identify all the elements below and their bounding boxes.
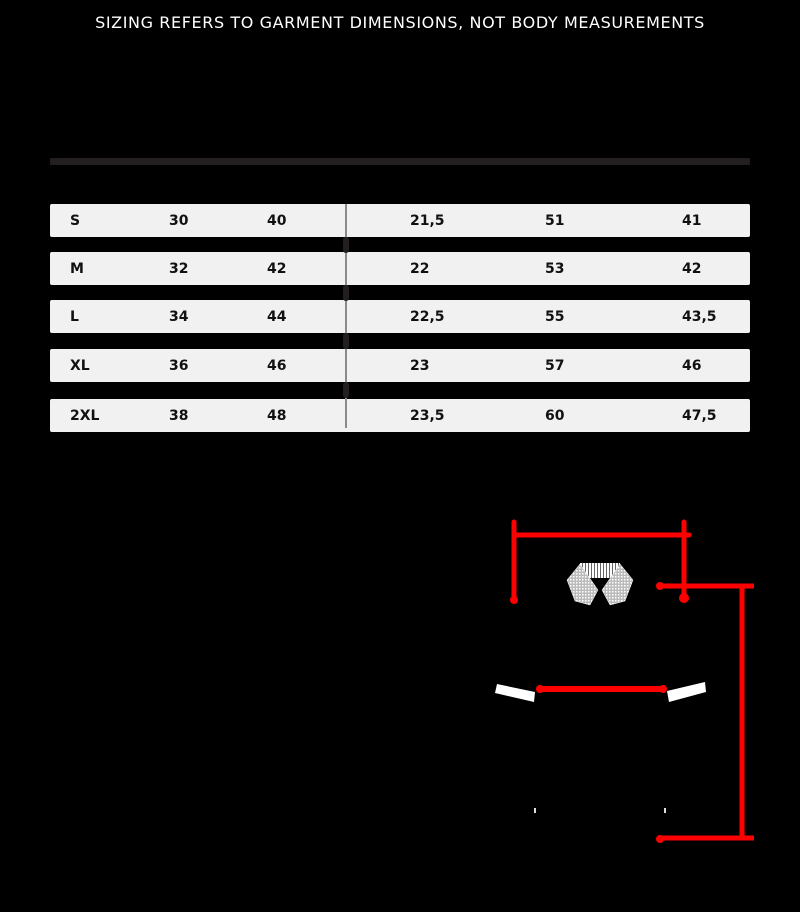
table-cell: 57 <box>545 358 565 374</box>
table-cell: 43,5 <box>682 309 717 325</box>
divider-knob <box>343 285 349 301</box>
table-cell: 22,5 <box>410 309 445 325</box>
table-header-bar <box>50 158 750 165</box>
table-cell: 21,5 <box>410 213 445 229</box>
chest-width-line <box>536 685 667 693</box>
table-cell: 55 <box>545 309 565 325</box>
size-label: M <box>70 261 84 277</box>
table-cell: 47,5 <box>682 408 717 424</box>
size-label: L <box>70 309 79 325</box>
divider-knob <box>343 237 349 253</box>
size-label: S <box>70 213 81 229</box>
table-cell: 44 <box>267 309 287 325</box>
size-label: 2XL <box>70 408 100 424</box>
table-cell: 23,5 <box>410 408 445 424</box>
sleeve-cuff-icon <box>495 682 706 702</box>
table-row: 2XL 38 48 23,5 60 47,5 <box>50 399 750 432</box>
table-cell: 60 <box>545 408 565 424</box>
table-cell: 30 <box>169 213 189 229</box>
table-cell: 46 <box>682 358 702 374</box>
table-cell: 46 <box>267 358 287 374</box>
table-cell: 40 <box>267 213 287 229</box>
table-cell: 51 <box>545 213 565 229</box>
table-cell: 22 <box>410 261 430 277</box>
size-label: XL <box>70 358 90 374</box>
divider-knob <box>343 382 349 398</box>
table-row: S 30 40 21,5 51 41 <box>50 204 750 237</box>
page-title: SIZING REFERS TO GARMENT DIMENSIONS, NOT… <box>95 13 705 32</box>
collar-icon <box>566 563 634 606</box>
table-cell: 42 <box>682 261 702 277</box>
table-cell: 23 <box>410 358 430 374</box>
body-length-line <box>658 583 754 841</box>
table-row: L 34 44 22,5 55 43,5 <box>50 300 750 333</box>
table-cell: 34 <box>169 309 189 325</box>
divider-knob <box>343 333 349 349</box>
table-cell: 48 <box>267 408 287 424</box>
table-cell: 42 <box>267 261 287 277</box>
table-cell: 36 <box>169 358 189 374</box>
column-divider <box>345 204 347 428</box>
table-row: M 32 42 22 53 42 <box>50 252 750 285</box>
table-cell: 41 <box>682 213 702 229</box>
table-cell: 38 <box>169 408 189 424</box>
table-row: XL 36 46 23 57 46 <box>50 349 750 382</box>
table-cell: 53 <box>545 261 565 277</box>
table-cell: 32 <box>169 261 189 277</box>
